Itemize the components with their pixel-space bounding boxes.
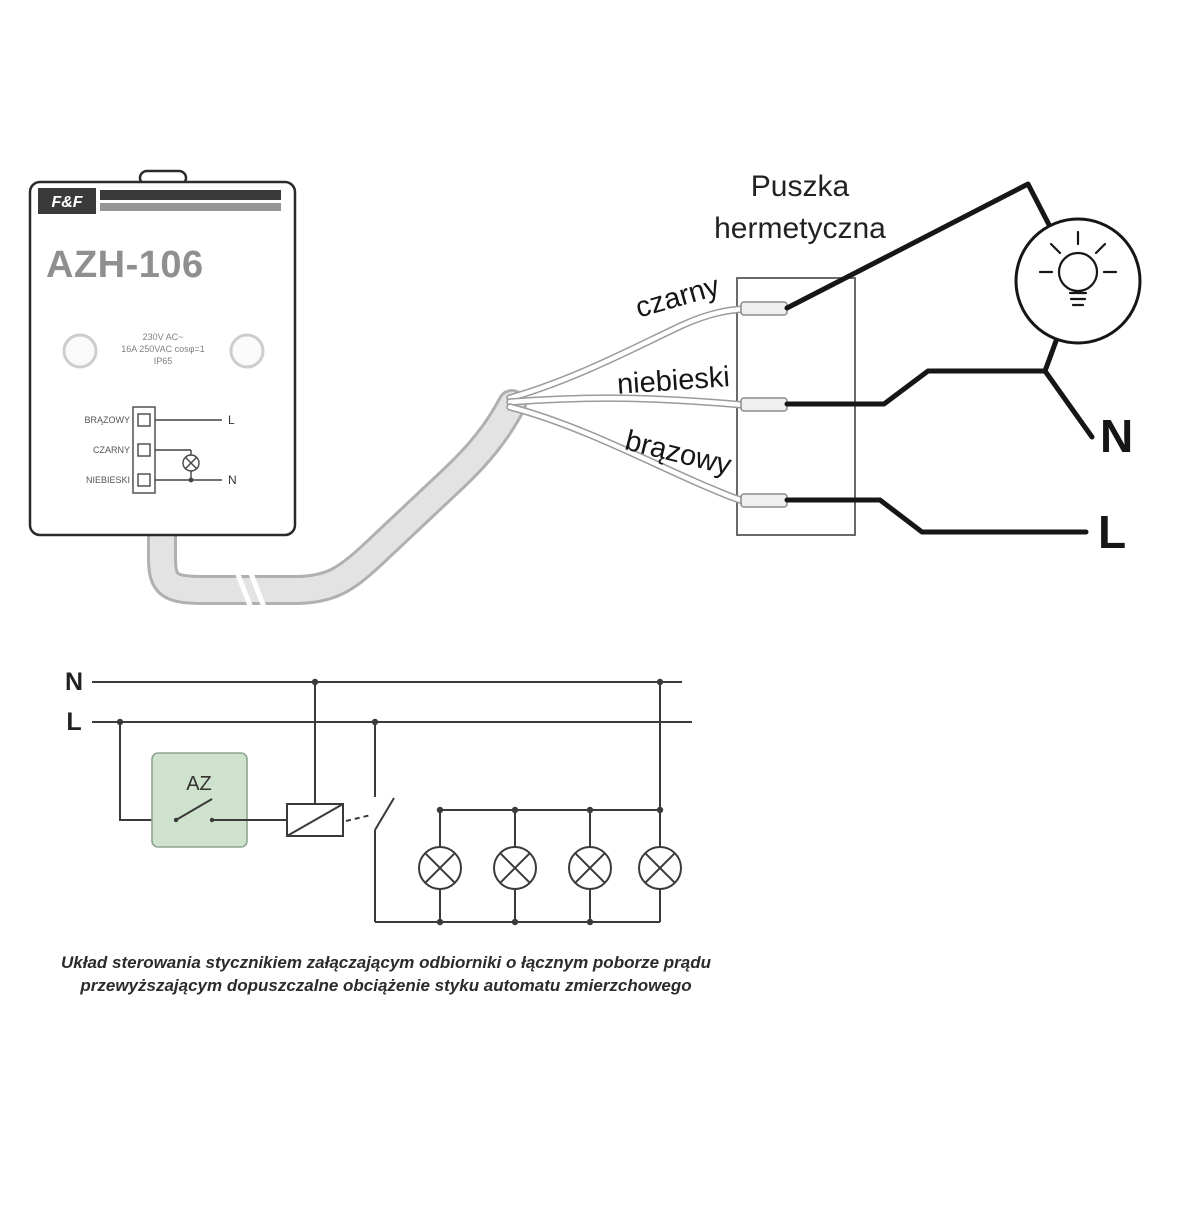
- supply-cable: [147, 389, 527, 611]
- device-mini-diagram: BRĄZOWY CZARNY NIEBIESKI L N: [84, 406, 237, 494]
- az-block: [151, 752, 248, 848]
- lamp-icon-1: [418, 846, 462, 890]
- lamp-icon-4: [638, 846, 682, 890]
- device-body: [28, 180, 297, 537]
- junction-box-title-line1: Puszka: [751, 170, 850, 203]
- spec-voltage: 230V AC~: [143, 332, 184, 342]
- logo-stripe-light: [100, 203, 281, 211]
- terminal-niebieski: [740, 397, 788, 412]
- az-block-label: AZ: [186, 773, 212, 795]
- thin-wires: [506, 305, 748, 505]
- mini-terminal-1: [137, 413, 151, 427]
- brand-logo-block: [38, 188, 96, 214]
- device-model-label: AZH-106: [46, 244, 204, 286]
- spec-current: 16A 250VAC cosφ=1: [121, 344, 204, 354]
- cable-break-mark: [234, 568, 267, 611]
- mechanical-link: [345, 814, 372, 822]
- mini-l-label: L: [228, 413, 235, 427]
- line-label: L: [1098, 506, 1126, 558]
- mini-terminal-blue-label: NIEBIESKI: [86, 475, 130, 485]
- wire-to-line: [784, 497, 1089, 535]
- lamp-icon-3: [568, 846, 612, 890]
- mini-n-label: N: [228, 473, 237, 487]
- terminal-czarny: [740, 301, 788, 316]
- wire-label-niebieski: niebieski: [616, 361, 731, 401]
- lamp-icon-2: [493, 846, 537, 890]
- contactor-main-contact: [374, 722, 395, 922]
- logo-stripe-dark: [100, 190, 281, 200]
- spec-ip: IP65: [154, 356, 173, 366]
- mini-terminal-2: [137, 443, 151, 457]
- mini-terminal-brown-label: BRĄZOWY: [84, 415, 130, 425]
- caption-line2: przewyższającym dopuszczalne obciążenie …: [79, 976, 691, 995]
- wire-terminals: [740, 301, 788, 508]
- az-switch-contact: [173, 798, 247, 823]
- screw-cover-left: [62, 333, 98, 369]
- schematic-neutral-label: N: [65, 668, 83, 696]
- mini-terminal-3: [137, 473, 151, 487]
- caption-line1: Układ sterowania stycznikiem załączający…: [61, 953, 712, 972]
- neutral-label: N: [1100, 410, 1133, 462]
- junction-box-title-line2: hermetyczna: [714, 212, 886, 245]
- bulb-icon: [1014, 217, 1142, 345]
- brand-logo-text: F&F: [51, 194, 83, 211]
- azh-106-device: F&F AZH-106 230V AC~ 16A 250VAC cosφ=1 I…: [28, 169, 297, 537]
- schematic-line-label: L: [66, 708, 81, 736]
- control-schematic: N L AZ: [65, 668, 692, 926]
- mini-terminal-black-label: CZARNY: [93, 445, 130, 455]
- wire-to-neutral: [784, 368, 1095, 440]
- screw-cover-right: [229, 333, 265, 369]
- junction-dots: [116, 678, 664, 926]
- terminal-brazowy: [740, 493, 788, 508]
